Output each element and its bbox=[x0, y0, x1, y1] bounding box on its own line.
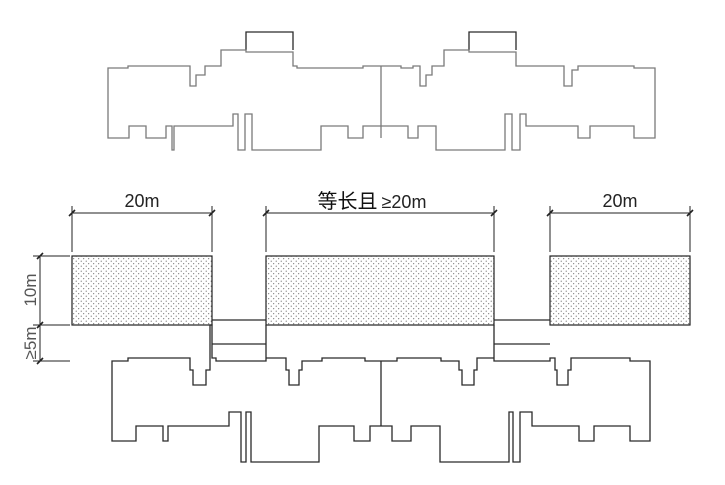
dimension-vertical: 10m ≥5m bbox=[21, 252, 70, 365]
dim-label-depth: 10m bbox=[21, 273, 40, 306]
dimension-left: 20m bbox=[68, 191, 216, 252]
spacing-zone-right bbox=[549, 255, 691, 326]
spacing-zone-center bbox=[265, 255, 495, 326]
dim-label-left: 20m bbox=[124, 191, 159, 211]
dim-label-gap: ≥5m bbox=[21, 327, 40, 360]
top-building-outline bbox=[107, 31, 656, 151]
corridor-left bbox=[212, 319, 266, 345]
top-stair-tower-left bbox=[245, 31, 294, 50]
dimension-center: 等长且≥20m bbox=[262, 189, 498, 252]
dim-label-right: 20m bbox=[602, 191, 637, 211]
bottom-building-outline bbox=[111, 324, 651, 463]
bottom-building-footprint bbox=[111, 324, 651, 463]
top-stair-tower-right bbox=[468, 31, 517, 50]
dimension-right: 20m bbox=[546, 191, 694, 252]
dim-label-center-prefix: 等长且 bbox=[318, 189, 378, 213]
dim-label-center: 等长且≥20m bbox=[318, 189, 427, 213]
top-building-footprint bbox=[107, 49, 656, 151]
dim-label-center-suffix: ≥20m bbox=[382, 192, 427, 212]
spacing-zone-left bbox=[71, 255, 213, 326]
corridor-right bbox=[494, 319, 550, 345]
